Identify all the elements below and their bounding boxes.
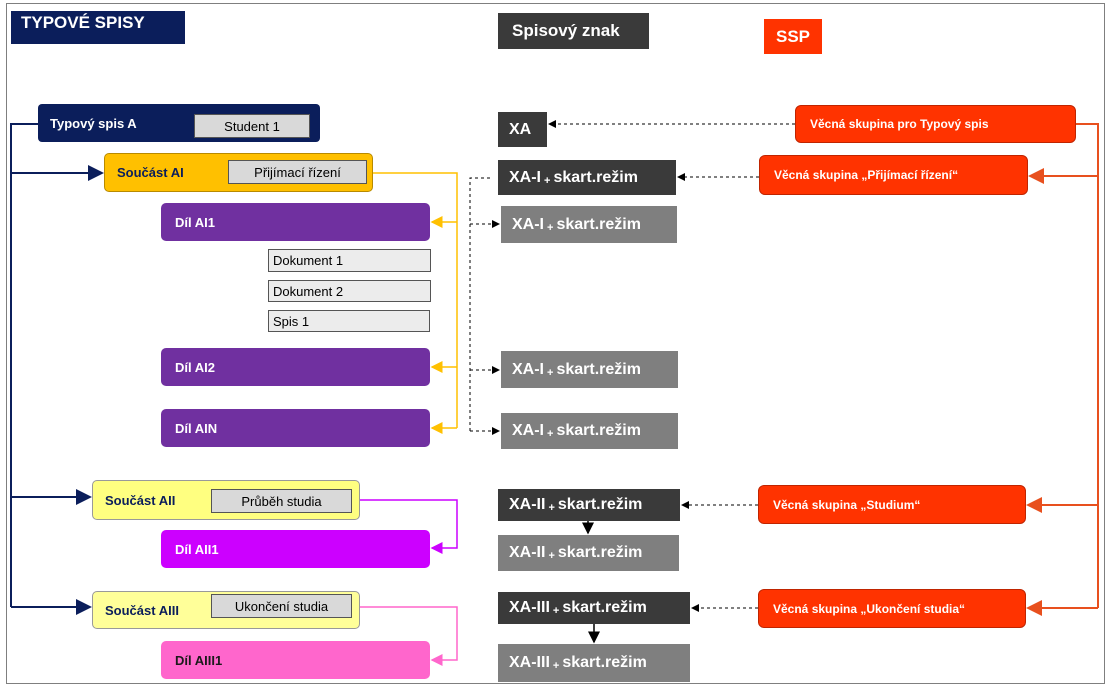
vecna-skupina-studium: Věcná skupina „Studium“ — [758, 485, 1026, 524]
znak-xa-i-dil: XA-I+skart.režim — [501, 413, 678, 449]
vecna-skupina-prijimaci-rizeni: Věcná skupina „Přijímací řízení“ — [759, 155, 1028, 195]
legend-ssp: SSP — [764, 19, 822, 54]
znak-plus: + — [544, 174, 551, 187]
dil-ain-label: Díl AIN — [175, 420, 218, 436]
znak-xa: XA — [498, 112, 547, 147]
soucast-aiii-label: Součást AIII — [105, 602, 179, 618]
znak-rezim: skart.režim — [557, 496, 643, 513]
znak-plus: + — [552, 660, 560, 672]
znak-code: XA-I — [512, 215, 544, 233]
vecna-skupina-ukonceni-studia: Věcná skupina „Ukončení studia“ — [758, 589, 1026, 628]
diagram-frame — [6, 3, 1105, 684]
typovy-spis-label: Typový spis A — [50, 115, 137, 131]
znak-xa-ii: XA-II+skart.režim — [498, 489, 680, 521]
document-item: Dokument 2 — [268, 280, 431, 302]
vecna-skupina-typovy-spis: Věcná skupina pro Typový spis — [795, 105, 1076, 143]
page-title: TYPOVÉ SPISY — [11, 11, 185, 44]
znak-rezim: skart.režim — [556, 422, 641, 439]
znak-rezim: skart.režim — [556, 215, 641, 233]
soucast-ai-tag: Přijímací řízení — [228, 160, 367, 184]
znak-xa-i-dil: XA-I+skart.režim — [501, 206, 677, 243]
dil-aiii1-node: Díl AIII1 — [161, 641, 430, 679]
arrow-to-dil-aiii1 — [360, 606, 458, 666]
yellow-trunk-line — [373, 172, 458, 428]
znak-plus: + — [547, 366, 554, 379]
document-item: Spis 1 — [268, 310, 430, 332]
soucast-aii-label: Součást AII — [105, 492, 176, 508]
znak-rezim: skart.režim — [553, 168, 638, 186]
znak-rezim: skart.režim — [557, 544, 643, 561]
znak-plus: + — [548, 502, 555, 514]
znak-xa-i-dil: XA-I+skart.režim — [501, 351, 678, 388]
znak-code: XA-III — [509, 599, 550, 616]
znak-code: XA-I — [512, 422, 544, 439]
arrow-to-dil-aii1 — [360, 499, 458, 554]
znak-plus: + — [548, 550, 555, 562]
dil-ai2-label: Díl AI2 — [175, 359, 215, 375]
dashed-xai-trunk — [469, 177, 490, 432]
dil-ain-node: Díl AIN — [161, 409, 430, 447]
znak-plus: + — [552, 605, 560, 617]
soucast-aii-tag: Průběh studia — [211, 489, 352, 513]
znak-code: XA-I — [509, 168, 541, 186]
dil-aii1-node: Díl AII1 — [161, 530, 430, 568]
dil-ai2-node: Díl AI2 — [161, 348, 430, 386]
znak-rezim: skart.režim — [562, 599, 647, 616]
soucast-ai-label: Součást AI — [117, 165, 184, 180]
znak-rezim: skart.režim — [556, 360, 641, 378]
typovy-spis-tag: Student 1 — [194, 114, 310, 138]
znak-rezim: skart.režim — [562, 654, 647, 671]
znak-xa-ii-dil: XA-II+skart.režim — [498, 535, 679, 571]
legend-spisovy-znak: Spisový znak — [498, 13, 649, 49]
znak-code: XA-III — [509, 654, 550, 671]
znak-code: XA-II — [509, 496, 546, 513]
red-trunk-line — [1076, 123, 1099, 608]
znak-xa-iii: XA-III+skart.režim — [498, 592, 690, 624]
znak-plus: + — [547, 221, 554, 234]
znak-plus: + — [547, 428, 554, 440]
document-item: Dokument 1 — [268, 249, 431, 272]
soucast-aiii-tag: Ukončení studia — [211, 594, 352, 618]
znak-xa-i: XA-I+skart.režim — [498, 160, 676, 195]
znak-xa-iii-dil: XA-III+skart.režim — [498, 644, 690, 682]
dil-aii1-label: Díl AII1 — [175, 541, 219, 557]
dil-ai1-node: Díl AI1 — [161, 203, 430, 241]
dil-aiii1-label: Díl AIII1 — [175, 652, 223, 668]
tree-trunk-line — [10, 123, 38, 607]
dil-ai1-label: Díl AI1 — [175, 214, 215, 230]
znak-code: XA-I — [512, 360, 544, 378]
znak-code: XA-II — [509, 544, 546, 561]
